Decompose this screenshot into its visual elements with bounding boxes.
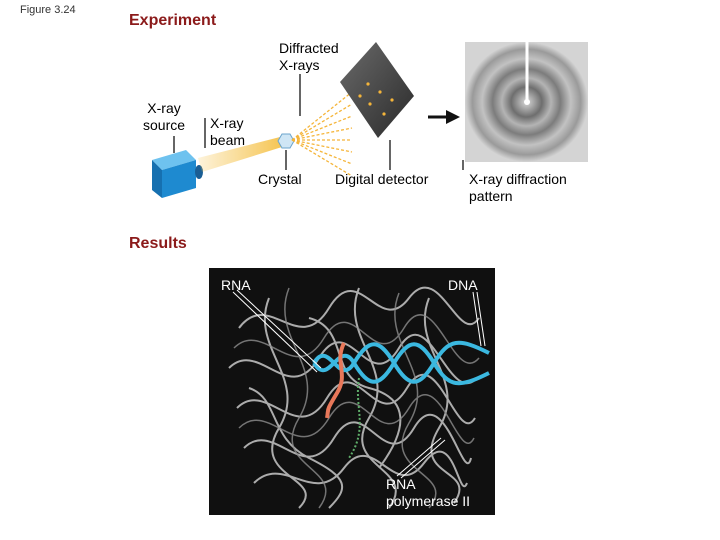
xray-beam-label: X-ray beam bbox=[210, 115, 245, 149]
protein-ribbons bbox=[228, 286, 480, 509]
leader-lines bbox=[173, 74, 464, 170]
digital-detector-panel bbox=[340, 42, 414, 138]
xray-source-label: X-ray source bbox=[143, 100, 185, 134]
rna-polymerase-label-line1: RNA bbox=[386, 476, 416, 492]
dna-helix bbox=[312, 340, 490, 386]
figure-label: Figure 3.24 bbox=[20, 4, 76, 16]
diffraction-pattern-label-line1: X-ray diffraction bbox=[469, 171, 567, 187]
protein-structure-drawing bbox=[228, 286, 490, 509]
digital-detector-label: Digital detector bbox=[335, 171, 429, 187]
xray-beam bbox=[198, 137, 282, 172]
crystal-label: Crystal bbox=[258, 171, 302, 187]
diffracted-xrays-label: Diffracted X-rays bbox=[279, 40, 339, 74]
diffracted-xrays-label-line2: X-rays bbox=[279, 57, 320, 73]
crystal-shape bbox=[277, 133, 295, 149]
dna-label: DNA bbox=[448, 277, 478, 293]
results-heading: Results bbox=[129, 235, 187, 252]
diffracted-rays bbox=[291, 91, 353, 177]
rna-polymerase-label: RNA polymerase II bbox=[386, 476, 470, 510]
rna-label: RNA bbox=[221, 277, 251, 293]
detector-spots bbox=[358, 82, 394, 116]
experiment-heading: Experiment bbox=[129, 12, 217, 29]
xray-source-box bbox=[152, 150, 203, 198]
rna-polymerase-structure-image bbox=[209, 268, 495, 515]
diffraction-pattern-label: X-ray diffraction pattern bbox=[469, 171, 567, 205]
diffracted-xrays-label-line1: Diffracted bbox=[279, 40, 339, 56]
diffraction-pattern-label-line2: pattern bbox=[469, 188, 513, 204]
xray-source-label-line2: source bbox=[143, 117, 186, 133]
rna-polymerase-label-line2: polymerase II bbox=[386, 493, 471, 509]
rna-strand bbox=[325, 342, 346, 419]
xray-beam-label-line2: beam bbox=[210, 132, 246, 148]
xray-beam-label-line1: X-ray bbox=[210, 115, 244, 131]
xray-source-label-line1: X-ray bbox=[147, 100, 181, 116]
arrow-to-pattern bbox=[428, 110, 460, 124]
